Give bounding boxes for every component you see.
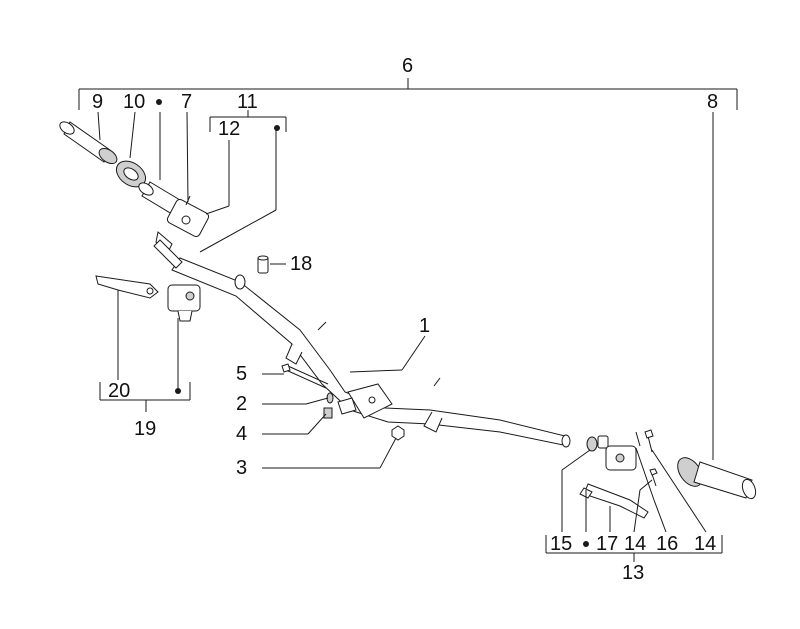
right-master-cylinder	[605, 431, 641, 471]
screw-14	[649, 468, 658, 487]
nut-4	[323, 407, 333, 419]
pin-18	[257, 255, 269, 274]
center-clamp	[337, 383, 393, 419]
bracket-11	[209, 110, 287, 132]
callout-11: 11	[237, 91, 258, 113]
callout-14-left: 14	[624, 533, 647, 555]
nut-3	[391, 425, 405, 441]
left-lever	[95, 275, 159, 299]
callout-13: 13	[622, 562, 645, 584]
callout-20: 20	[108, 380, 131, 402]
throttle-control	[153, 195, 210, 269]
callout-2: 2	[236, 393, 248, 415]
callout-16: 16	[656, 533, 679, 555]
callout-10: 10	[123, 91, 146, 113]
callout-19: 19	[134, 418, 157, 440]
bolt-5	[281, 363, 329, 389]
callout-1: 1	[419, 315, 431, 337]
callout-17: 17	[596, 533, 619, 555]
callout-5: 5	[236, 363, 248, 385]
callout-4: 4	[236, 423, 248, 445]
leader-lines	[97, 111, 714, 533]
left-grip	[59, 121, 118, 165]
bullet-dots	[156, 99, 589, 547]
callout-7: 7	[181, 91, 193, 113]
callout-6: 6	[402, 55, 414, 77]
left-master-cylinder	[167, 284, 201, 322]
callout-15: 15	[550, 533, 573, 555]
bracket-6	[78, 78, 738, 110]
callout-12: 12	[218, 118, 241, 140]
callout-18: 18	[290, 253, 313, 275]
right-insert	[586, 435, 609, 452]
handlebar-tube	[171, 257, 571, 448]
callout-8: 8	[707, 91, 719, 113]
screw-16	[644, 429, 654, 453]
right-grip	[677, 457, 757, 500]
callout-3: 3	[236, 457, 248, 479]
right-lever	[579, 483, 649, 519]
callout-14-right: 14	[694, 533, 717, 555]
callout-9: 9	[92, 91, 104, 113]
bracket-19	[99, 382, 191, 412]
bracket-13	[545, 535, 723, 562]
